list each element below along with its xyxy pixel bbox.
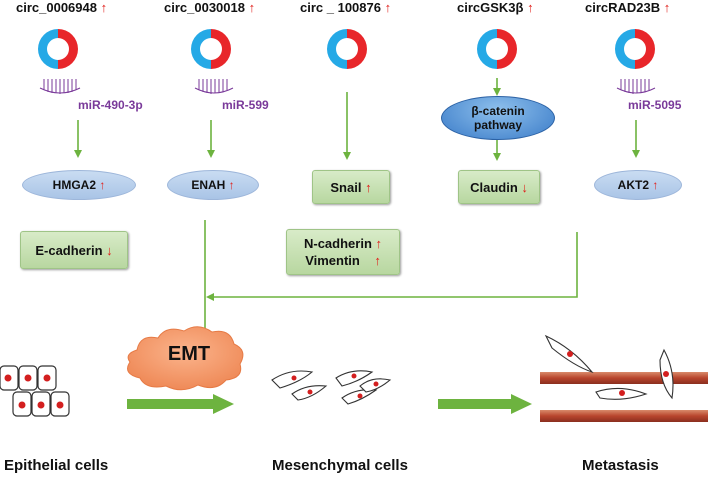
circ-title-5: circRAD23B ↑ xyxy=(585,0,670,15)
marker-label: Vimentin xyxy=(305,253,360,268)
mirna-label-1: miR-490-3p xyxy=(78,98,143,112)
transition-arrow-2 xyxy=(438,394,532,414)
down-arrow-icon: ↓ xyxy=(106,242,113,258)
mirna-label-2: miR-599 xyxy=(222,98,269,112)
mirna-comb-2 xyxy=(194,79,234,94)
circrna-ring-1 xyxy=(38,29,78,69)
epithelial-cells xyxy=(0,365,70,417)
target-claudin: Claudin ↓ xyxy=(458,170,540,204)
circ-title-3: circ _ 100876 ↑ xyxy=(300,0,391,15)
metastatic-cells xyxy=(544,334,674,400)
circ-name: circRAD23B xyxy=(585,0,661,15)
mesenchymal-cells xyxy=(271,370,392,405)
target-label: Claudin xyxy=(470,179,518,195)
circ-title-4: circGSK3β ↑ xyxy=(457,0,534,15)
down-arrow-icon: ↓ xyxy=(521,179,528,195)
circ-name: circ _ 100876 xyxy=(300,0,381,15)
circrna-ring-2 xyxy=(191,29,231,69)
up-arrow-icon: ↑ xyxy=(375,236,383,251)
stage-metastasis: Metastasis xyxy=(582,457,659,474)
circ-name: circGSK3β xyxy=(457,0,524,15)
circ-title-2: circ_0030018 ↑ xyxy=(164,0,255,15)
target-snail: Snail ↑ xyxy=(312,170,390,204)
beta-catenin-pathway: β-catenin pathway xyxy=(441,96,555,140)
marker-label: E-cadherin xyxy=(35,242,103,258)
target-label: ENAH xyxy=(191,178,226,192)
up-arrow-icon: ↑ xyxy=(248,0,256,15)
circ-name: circ_0006948 xyxy=(16,0,97,15)
up-arrow-icon: ↑ xyxy=(100,0,108,15)
blood-vessel-lower xyxy=(540,410,708,422)
circrna-ring-4 xyxy=(477,29,517,69)
target-label: AKT2 xyxy=(617,178,649,192)
mirna-comb-3 xyxy=(616,79,656,94)
circ-title-1: circ_0006948 ↑ xyxy=(16,0,107,15)
transition-arrow-1 xyxy=(127,394,234,414)
emt-cloud xyxy=(127,326,244,391)
mirna-label-3: miR-5095 xyxy=(628,98,682,112)
pathway-line-1: β-catenin xyxy=(471,104,525,118)
blood-vessel-upper xyxy=(540,372,708,384)
marker-ecadherin: E-cadherin ↓ xyxy=(20,231,128,269)
up-arrow-icon: ↑ xyxy=(527,0,534,15)
circrna-ring-5 xyxy=(615,29,655,69)
marker-label: N-cadherin xyxy=(303,236,372,251)
circ-name: circ_0030018 xyxy=(164,0,245,15)
target-enah: ENAH ↑ xyxy=(167,170,259,200)
up-arrow-icon: ↑ xyxy=(365,179,372,195)
up-arrow-icon: ↑ xyxy=(384,0,392,15)
target-akt2: AKT2 ↑ xyxy=(594,170,682,200)
up-arrow-icon: ↑ xyxy=(652,178,659,192)
circrna-ring-3 xyxy=(327,29,367,69)
target-hmga2: HMGA2 ↑ xyxy=(22,170,136,200)
up-arrow-icon: ↑ xyxy=(663,0,671,15)
stage-epithelial: Epithelial cells xyxy=(4,457,109,474)
target-label: HMGA2 xyxy=(52,178,96,192)
up-arrow-icon: ↑ xyxy=(228,178,235,192)
stage-mesenchymal: Mesenchymal cells xyxy=(272,457,408,474)
up-arrow-icon: ↑ xyxy=(99,178,106,192)
emt-label: EMT xyxy=(167,343,211,365)
mirna-comb-1 xyxy=(39,79,81,94)
target-label: Snail xyxy=(330,179,362,195)
arrow-right-branch xyxy=(206,232,578,301)
marker-ncadherin-vimentin: N-cadherin ↑ Vimentin ↑ xyxy=(286,229,400,275)
up-arrow-icon: ↑ xyxy=(374,253,381,268)
pathway-line-2: pathway xyxy=(473,118,522,132)
